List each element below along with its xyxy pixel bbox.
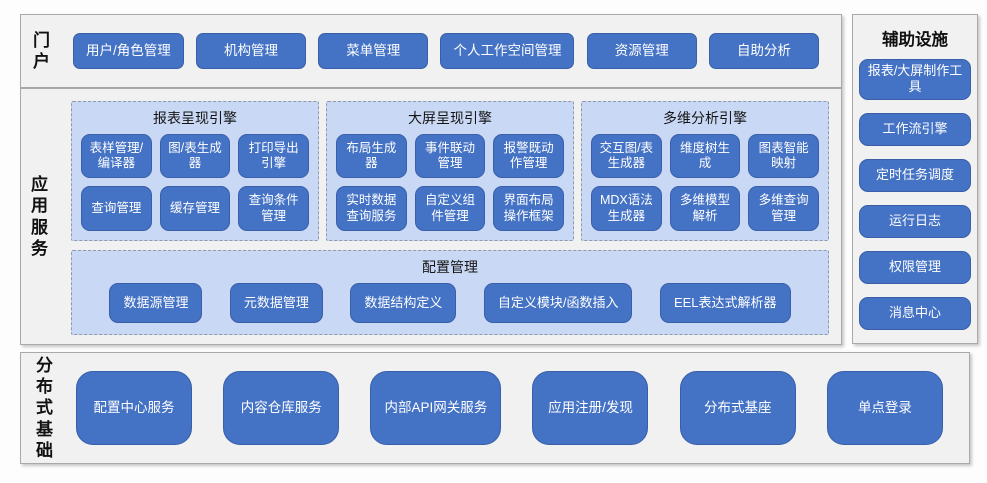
auxiliary-panel: 辅助设施 报表/大屏制作工具 工作流引擎 定时任务调度 运行日志 权限管理 消息… — [852, 14, 978, 344]
node-interactive-chart-generator: 交互图/表生成器 — [591, 134, 662, 179]
node-personal-workspace-management: 个人工作空间管理 — [440, 33, 575, 69]
group-title: 配置管理 — [422, 258, 478, 275]
node-metadata-management: 元数据管理 — [229, 282, 323, 323]
group-node-grid: 表样管理/编译器 图/表生成器 打印导出引擎 查询管理 缓存管理 查询条件管理 — [72, 131, 318, 240]
config-node-row: 数据源管理 元数据管理 数据结构定义 自定义模块/函数插入 EEL表达式解析器 — [72, 280, 828, 334]
group-title: 大屏呈现引擎 — [408, 110, 492, 126]
distributed-base-node-row: 配置中心服务 内容仓库服务 内部API网关服务 应用注册/发现 分布式基座 单点… — [54, 371, 969, 445]
node-scheduled-task-dispatch: 定时任务调度 — [859, 158, 971, 192]
node-app-registration-discovery: 应用注册/发现 — [532, 371, 649, 445]
node-query-management: 查询管理 — [81, 186, 152, 231]
node-custom-component-management: 自定义组件管理 — [414, 186, 486, 231]
node-content-repository-service: 内容仓库服务 — [223, 371, 340, 445]
node-mdx-syntax-generator: MDX语法生成器 — [591, 186, 662, 231]
node-ui-layout-operation-framework: 界面布局操作框架 — [493, 186, 564, 231]
auxiliary-label: 辅助设施 — [882, 31, 948, 49]
node-sheet-management-compiler: 表样管理/编译器 — [81, 134, 152, 179]
node-realtime-data-query-service: 实时数据查询服务 — [336, 186, 407, 231]
app-services-content: 报表呈现引擎 表样管理/编译器 图/表生成器 打印导出引擎 查询管理 缓存管理 … — [49, 89, 841, 344]
app-services-panel: 应用服务 报表呈现引擎 表样管理/编译器 图/表生成器 打印导出引擎 查询管理 … — [20, 88, 842, 345]
group-multidim-analysis-engine: 多维分析引擎 交互图/表生成器 维度树生成 图表智能映射 MDX语法生成器 多维… — [581, 101, 829, 241]
group-report-rendering-engine: 报表呈现引擎 表样管理/编译器 图/表生成器 打印导出引擎 查询管理 缓存管理 … — [71, 101, 319, 241]
node-chart-table-generator: 图/表生成器 — [159, 134, 231, 179]
portal-node-row: 用户/角色管理 机构管理 菜单管理 个人工作空间管理 资源管理 自助分析 — [51, 33, 841, 69]
group-config-management: 配置管理 数据源管理 元数据管理 数据结构定义 自定义模块/函数插入 EEL表达… — [71, 249, 829, 335]
node-menu-management: 菜单管理 — [318, 33, 429, 69]
node-internal-api-gateway-service: 内部API网关服务 — [370, 371, 502, 445]
group-title: 报表呈现引擎 — [153, 110, 237, 126]
node-layout-generator: 布局生成器 — [336, 134, 407, 179]
node-multidim-query-management: 多维查询管理 — [748, 186, 819, 231]
node-distributed-pedestal: 分布式基座 — [679, 371, 796, 445]
node-org-management: 机构管理 — [196, 33, 306, 69]
node-event-linkage-management: 事件联动管理 — [414, 134, 486, 179]
node-user-role-management: 用户/角色管理 — [73, 33, 184, 69]
node-self-service-analysis: 自助分析 — [708, 33, 819, 69]
node-eel-expression-parser: EEL表达式解析器 — [659, 282, 791, 323]
node-workflow-engine: 工作流引擎 — [859, 112, 971, 146]
engine-groups-row: 报表呈现引擎 表样管理/编译器 图/表生成器 打印导出引擎 查询管理 缓存管理 … — [71, 101, 829, 241]
auxiliary-node-column: 报表/大屏制作工具 工作流引擎 定时任务调度 运行日志 权限管理 消息中心 — [859, 59, 971, 330]
distributed-base-panel: 分布式基础 配置中心服务 内容仓库服务 内部API网关服务 应用注册/发现 分布… — [20, 352, 970, 464]
node-run-logs: 运行日志 — [859, 204, 971, 238]
node-resource-management: 资源管理 — [586, 33, 697, 69]
node-config-center-service: 配置中心服务 — [76, 371, 192, 445]
node-report-bigscreen-authoring-tool: 报表/大屏制作工具 — [859, 59, 971, 100]
node-chart-smart-mapping: 图表智能映射 — [748, 134, 819, 179]
group-bigscreen-rendering-engine: 大屏呈现引擎 布局生成器 事件联动管理 报警既动作管理 实时数据查询服务 自定义… — [326, 101, 574, 241]
node-permission-management: 权限管理 — [859, 250, 971, 284]
node-message-center: 消息中心 — [859, 296, 971, 330]
node-single-sign-on: 单点登录 — [826, 371, 943, 445]
portal-label: 门户 — [33, 30, 50, 71]
node-cache-management: 缓存管理 — [159, 186, 231, 231]
node-alarm-action-management: 报警既动作管理 — [493, 134, 564, 179]
node-datasource-management: 数据源管理 — [109, 282, 203, 323]
app-services-label: 应用服务 — [31, 175, 48, 258]
node-print-export-engine: 打印导出引擎 — [238, 134, 309, 179]
node-multidim-model-parsing: 多维模型解析 — [669, 186, 741, 231]
group-node-grid: 交互图/表生成器 维度树生成 图表智能映射 MDX语法生成器 多维模型解析 多维… — [582, 131, 828, 240]
distributed-base-label: 分布式基础 — [36, 355, 53, 460]
group-node-grid: 布局生成器 事件联动管理 报警既动作管理 实时数据查询服务 自定义组件管理 界面… — [327, 131, 573, 240]
node-query-condition-management: 查询条件管理 — [238, 186, 309, 231]
node-dimension-tree-generation: 维度树生成 — [669, 134, 741, 179]
node-custom-module-function-insert: 自定义模块/函数插入 — [483, 282, 633, 323]
group-title: 多维分析引擎 — [663, 110, 747, 126]
portal-panel: 门户 用户/角色管理 机构管理 菜单管理 个人工作空间管理 资源管理 自助分析 — [20, 14, 842, 88]
node-data-structure-definition: 数据结构定义 — [350, 282, 457, 323]
